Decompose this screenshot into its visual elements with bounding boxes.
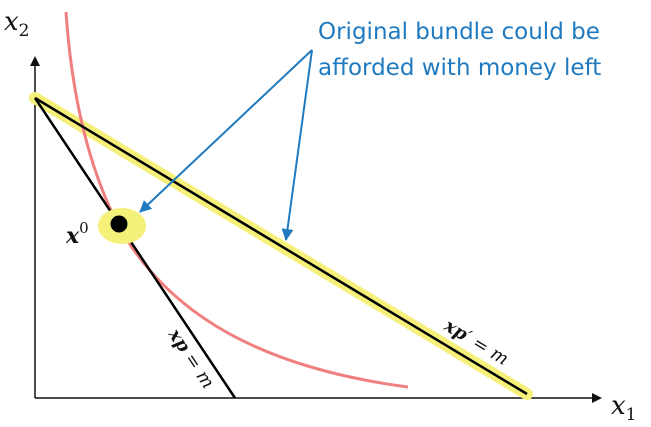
annotation-line-1: Original bundle could be (318, 19, 600, 45)
new-budget-line (34, 96, 528, 396)
original-budget-label: xp = m (163, 324, 218, 392)
annotation-arrow-to-bundle (139, 49, 313, 213)
bundle-label: x0 (65, 219, 89, 249)
y-axis-label: x2 (4, 7, 30, 41)
bundle-point (110, 215, 128, 233)
x-axis-label: x1 (611, 391, 637, 425)
original-budget-line (33, 97, 237, 399)
annotation-arrow-to-line (281, 49, 313, 241)
annotation-line-2: afforded with money left (318, 55, 601, 81)
